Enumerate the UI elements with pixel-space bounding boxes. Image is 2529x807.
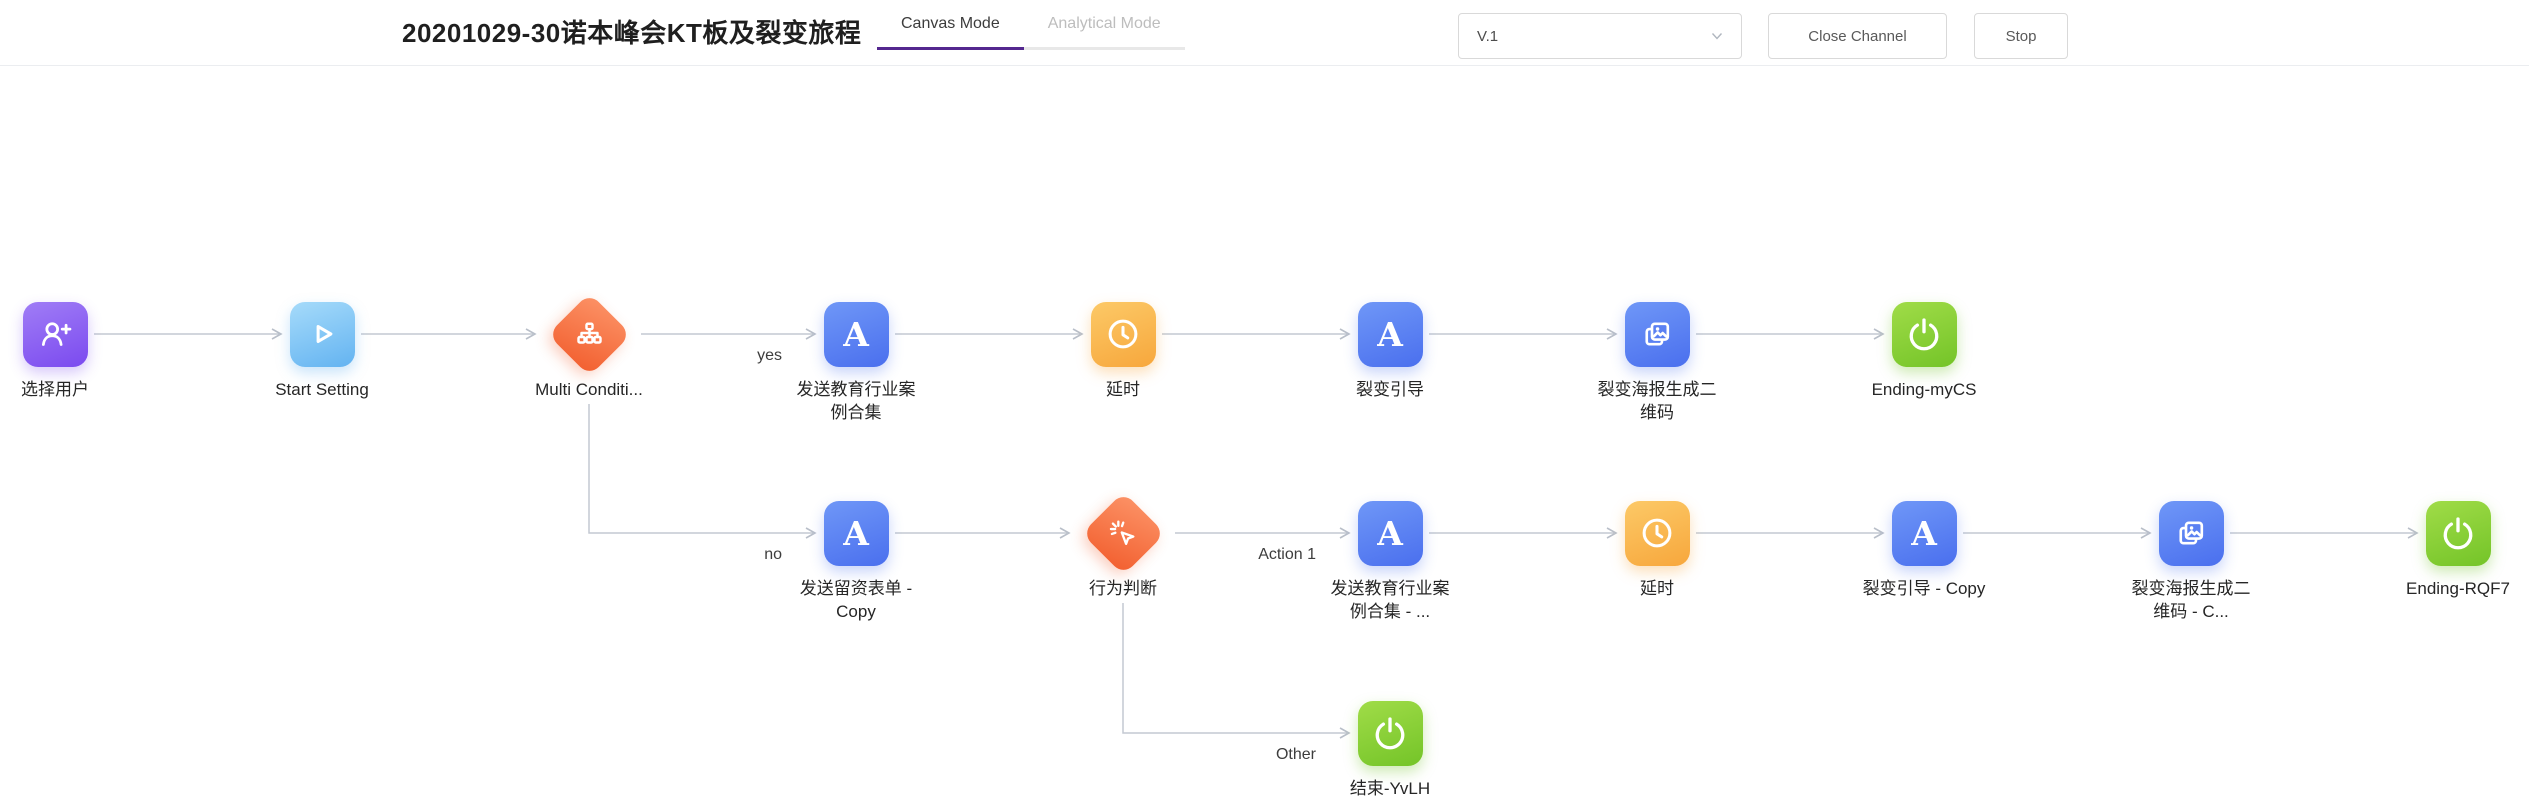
power-icon[interactable]	[1891, 301, 1957, 367]
node-icon-box: A	[1300, 491, 1480, 575]
node-icon-box	[1033, 292, 1213, 376]
stop-button[interactable]: Stop	[1974, 13, 2068, 59]
flow-node-n6: A 裂变引导	[1300, 292, 1480, 401]
node-label: 延时	[1106, 380, 1140, 399]
photos-icon[interactable]	[1624, 301, 1690, 367]
node-label: Ending-RQF7	[2406, 579, 2510, 598]
node-label: 发送教育行业案 例合集 - ...	[1330, 579, 1450, 621]
click-icon[interactable]	[1081, 491, 1165, 575]
node-icon-box	[0, 292, 145, 376]
flow-node-n8: Ending-myCS	[1834, 292, 2014, 401]
node-label: Multi Conditi...	[535, 380, 643, 399]
letter-a-icon[interactable]: A	[1357, 500, 1423, 566]
node-label: 裂变引导 - Copy	[1862, 579, 1986, 598]
edge-label-other: Other	[1275, 746, 1316, 763]
chevron-down-icon	[1711, 33, 1723, 40]
flow-node-n14: 裂变海报生成二 维码 - C...	[2101, 491, 2281, 623]
node-icon-box	[499, 292, 679, 376]
node-label: 裂变海报生成二 维码 - C...	[2131, 579, 2251, 621]
node-label: Start Setting	[275, 380, 369, 399]
power-icon[interactable]	[2425, 500, 2491, 566]
node-label: 裂变海报生成二 维码	[1597, 380, 1717, 422]
clock-icon[interactable]	[1624, 500, 1690, 566]
photos-icon[interactable]	[2158, 500, 2224, 566]
flow-node-n4: A 发送教育行业案 例合集	[766, 292, 946, 424]
node-label: 选择用户	[21, 380, 89, 399]
page-title: 20201029-30诺本峰会KT板及裂变旅程	[402, 18, 862, 48]
edge-label-action-1: Action 1	[1258, 546, 1316, 563]
tab-canvas-mode[interactable]: Canvas Mode	[877, 0, 1024, 50]
mode-tabs: Canvas Mode Analytical Mode	[877, 0, 1185, 50]
flow-node-n3: Multi Conditi...	[499, 292, 679, 401]
node-icon-box	[2101, 491, 2281, 575]
flow-node-n10: 行为判断	[1033, 491, 1213, 600]
flow-node-n7: 裂变海报生成二 维码	[1567, 292, 1747, 424]
edge-label-yes: yes	[757, 347, 782, 364]
flow-node-n5: 延时	[1033, 292, 1213, 401]
node-label: Ending-myCS	[1871, 380, 1977, 399]
flow-node-n15: Ending-RQF7	[2368, 491, 2529, 600]
play-icon[interactable]	[289, 301, 355, 367]
node-icon-box	[1300, 691, 1480, 775]
letter-a-icon[interactable]: A	[1891, 500, 1957, 566]
node-label: 发送留资表单 - Copy	[799, 579, 913, 621]
clock-icon[interactable]	[1090, 301, 1156, 367]
letter-a-icon[interactable]: A	[823, 301, 889, 367]
flow-node-n16: 结束-YvLH	[1300, 691, 1480, 800]
flow-node-n11: A 发送教育行业案 例合集 - ...	[1300, 491, 1480, 623]
power-icon[interactable]	[1357, 700, 1423, 766]
node-icon-box	[1033, 491, 1213, 575]
node-icon-box	[2368, 491, 2529, 575]
flow-node-n9: A 发送留资表单 - Copy	[766, 491, 946, 623]
version-select[interactable]: V.1	[1458, 13, 1742, 59]
node-icon-box	[1834, 292, 2014, 376]
tab-analytical-mode[interactable]: Analytical Mode	[1023, 0, 1185, 50]
node-label: 延时	[1640, 579, 1674, 598]
flow-node-n2: Start Setting	[232, 292, 412, 401]
edge-label-no: no	[764, 546, 782, 563]
flow-node-n12: 延时	[1567, 491, 1747, 600]
node-label: 裂变引导	[1356, 380, 1424, 399]
node-icon-box	[1567, 292, 1747, 376]
header-bar: 20201029-30诺本峰会KT板及裂变旅程 Canvas Mode Anal…	[0, 0, 2529, 66]
node-icon-box	[1567, 491, 1747, 575]
node-icon-box: A	[1834, 491, 2014, 575]
node-icon-box: A	[766, 292, 946, 376]
node-icon-box: A	[1300, 292, 1480, 376]
flow-node-n1: 选择用户	[0, 292, 145, 401]
node-icon-box	[232, 292, 412, 376]
letter-a-icon[interactable]: A	[823, 500, 889, 566]
node-label: 行为判断	[1089, 579, 1157, 598]
hierarchy-icon[interactable]	[547, 292, 631, 376]
letter-a-icon[interactable]: A	[1357, 301, 1423, 367]
close-channel-button[interactable]: Close Channel	[1768, 13, 1947, 59]
flow-node-n13: A 裂变引导 - Copy	[1834, 491, 2014, 600]
user-add-icon[interactable]	[22, 301, 88, 367]
version-select-value: V.1	[1477, 27, 1499, 45]
node-label: 发送教育行业案 例合集	[796, 380, 916, 422]
node-label: 结束-YvLH	[1349, 779, 1431, 798]
node-icon-box: A	[766, 491, 946, 575]
